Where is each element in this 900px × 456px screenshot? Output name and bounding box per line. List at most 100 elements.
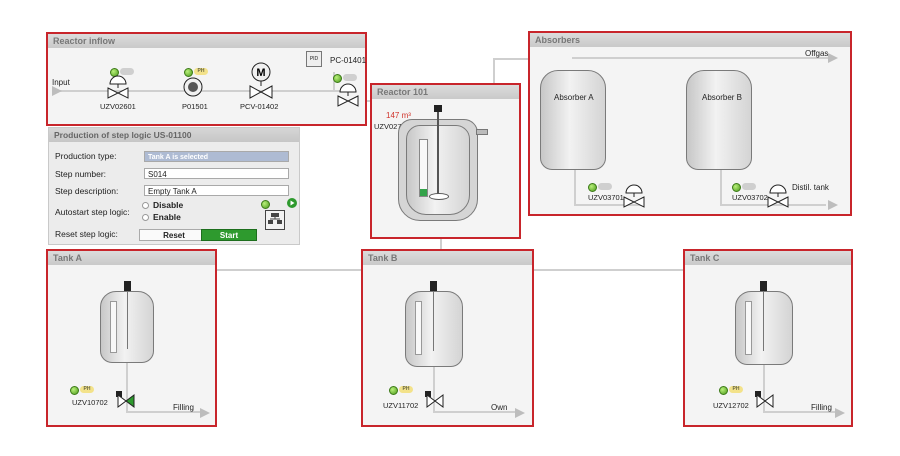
offgas-label: Offgas: [805, 49, 829, 58]
step-logic-status-lamp: [261, 200, 270, 209]
tank-c-panel: Tank C PH UZV12702 Filling: [683, 249, 853, 427]
pump-icon[interactable]: [182, 76, 204, 98]
tank-b-status-lamp: [389, 386, 398, 395]
distil-tank-label: Distil. tank: [792, 183, 829, 192]
tank-c-status-lamp: [719, 386, 728, 395]
step-number-field[interactable]: S014: [144, 168, 289, 179]
tank-a-motor: [124, 281, 131, 291]
tank-c-outlet: [763, 365, 765, 413]
tank-a-panel: Tank A PH UZV10702 Filling: [46, 249, 217, 427]
tank-c-arrow-icon: [835, 408, 845, 418]
step-logic-title: Production of step logic US-01100: [49, 128, 299, 142]
absorber-b-vessel: [686, 70, 752, 170]
reactor-agitator-motor: [434, 105, 442, 112]
reset-button[interactable]: Reset: [139, 229, 209, 241]
tank-b-motor: [430, 281, 437, 291]
tank-a-outlet-h: [126, 411, 200, 413]
tank-a-title: Tank A: [48, 251, 215, 265]
enable-radio[interactable]: [142, 214, 149, 221]
tank-b-outlet-h: [433, 411, 515, 413]
valve-a-icon[interactable]: [622, 184, 646, 208]
tank-a-valve-icon[interactable]: [116, 391, 136, 411]
valve1-label: UZV02601: [100, 102, 136, 111]
valve-b-mode-pill: [742, 183, 756, 190]
tank-b-outlet: [433, 367, 435, 413]
step-number-label: Step number:: [55, 169, 107, 179]
enable-label: Enable: [153, 212, 181, 222]
tank-a-valve-label: UZV10702: [72, 398, 108, 407]
absorbers-title: Absorbers: [530, 33, 850, 47]
tank-b-badge: PH: [399, 386, 413, 393]
step-description-field[interactable]: Empty Tank A: [144, 185, 289, 196]
tank-c-shaft: [763, 291, 764, 351]
valve-b-label: UZV03702: [732, 193, 768, 202]
pipe-reactor-absorber-h: [493, 58, 531, 60]
valve-a-status-lamp: [588, 183, 597, 192]
pc-valve-status-lamp: [333, 74, 342, 83]
production-type-label: Production type:: [55, 151, 117, 161]
tank-c-badge: PH: [729, 386, 743, 393]
step-logic-panel: Production of step logic US-01100 Produc…: [48, 127, 300, 245]
tank-a-status-lamp: [70, 386, 79, 395]
autostart-label: Autostart step logic:: [55, 207, 130, 217]
reactor-level-bar: [419, 139, 428, 197]
tank-c-outlet-h: [763, 411, 835, 413]
reactor-level-fill: [420, 189, 427, 196]
pc-controller-icon[interactable]: PID: [306, 51, 322, 67]
reactor-level-value: 147 m³: [386, 111, 411, 120]
valve1-icon[interactable]: [106, 75, 130, 99]
tank-a-badge: PH: [80, 386, 94, 393]
tank-c-valve-label: UZV12702: [713, 401, 749, 410]
pc-label: PC-01401: [330, 56, 367, 65]
motor-valve-icon[interactable]: M: [248, 62, 274, 100]
reactor-nozzle: [476, 129, 488, 135]
input-arrow-icon: [52, 86, 62, 96]
reactor-inflow-panel: Reactor inflow Input UZV02601 PH P01501 …: [46, 32, 367, 126]
pump-label: P01501: [182, 102, 208, 111]
step-description-label: Step description:: [55, 186, 119, 196]
absorber-a-vessel: [540, 70, 606, 170]
reactor-agitator-blade: [429, 193, 449, 200]
tank-a-status: Filling: [173, 403, 194, 412]
tank-c-motor: [760, 281, 767, 291]
pcv-label: PCV-01402: [240, 102, 279, 111]
disable-radio[interactable]: [142, 202, 149, 209]
tank-c-title: Tank C: [685, 251, 851, 265]
valve-b-icon[interactable]: [766, 184, 790, 208]
tank-b-level-bar: [415, 301, 422, 355]
tank-c-vessel: [735, 291, 793, 365]
reactor-101-title: Reactor 101: [372, 85, 519, 99]
tank-b-title: Tank B: [363, 251, 532, 265]
reactor-101-panel: Reactor 101 147 m³ UZV02701: [370, 83, 521, 239]
offgas-pipe: [572, 57, 830, 59]
pump-badge: PH: [194, 68, 208, 75]
pc-valve-mode-pill: [343, 74, 357, 81]
svg-text:M: M: [256, 67, 265, 79]
tank-b-shaft: [433, 291, 434, 351]
tank-a-arrow-icon: [200, 408, 210, 418]
valve-a-label: UZV03701: [588, 193, 624, 202]
valve-b-status-lamp: [732, 183, 741, 192]
input-label: Input: [52, 78, 70, 87]
distil-arrow-icon: [828, 200, 838, 210]
step-logic-icon[interactable]: [265, 210, 285, 230]
valve1-mode-pill: [120, 68, 134, 75]
absorber-a-outlet-h: [574, 204, 644, 206]
tank-b-valve-label: UZV11702: [383, 401, 419, 410]
tank-c-valve-icon[interactable]: [755, 391, 775, 411]
tank-b-valve-icon[interactable]: [425, 391, 445, 411]
play-icon[interactable]: [287, 198, 297, 208]
production-type-field[interactable]: Tank A is selected: [144, 151, 289, 162]
reactor-valve-label: UZV02701: [374, 122, 410, 131]
reset-step-logic-label: Reset step logic:: [55, 229, 118, 239]
disable-label: Disable: [153, 200, 184, 210]
control-valve-icon[interactable]: [336, 83, 360, 107]
absorbers-panel: Absorbers Offgas Absorber A Absorber B U…: [528, 31, 852, 216]
reactor-agitator-shaft: [437, 111, 439, 195]
tank-b-vessel: [405, 291, 463, 367]
absorber-a-outlet: [574, 170, 576, 204]
start-button[interactable]: Start: [201, 229, 257, 241]
valve-a-mode-pill: [598, 183, 612, 190]
tank-a-shaft: [127, 291, 128, 349]
reactor-inflow-title: Reactor inflow: [48, 34, 365, 48]
